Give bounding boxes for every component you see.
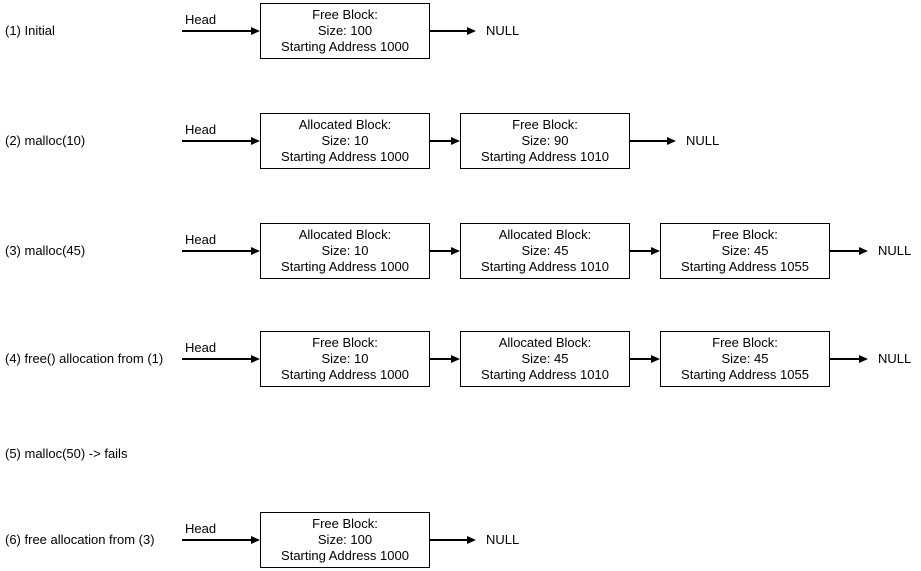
memory-block: Allocated Block: Size: 45 Starting Addre… — [460, 331, 630, 387]
arrowhead-icon — [667, 137, 676, 145]
diagram-row-2: (2) malloc(10) Head Allocated Block: Siz… — [0, 110, 921, 186]
arrowhead-icon — [251, 247, 260, 255]
block-line: Size: 45 — [521, 351, 569, 366]
null-terminator-label: NULL — [878, 243, 912, 258]
head-pointer-label: Head — [185, 12, 217, 27]
head-arrow-line — [182, 140, 252, 142]
diagram-row-4: (4) free() allocation from (1) Head Free… — [0, 328, 921, 404]
arrowhead-icon — [651, 247, 660, 255]
head-arrow-line — [182, 358, 252, 360]
next-arrow-line — [830, 358, 860, 360]
memory-block: Free Block: Size: 100 Starting Address 1… — [260, 512, 430, 568]
row-label: (3) malloc(45) — [5, 243, 86, 258]
block-line: Allocated Block: — [298, 227, 392, 242]
arrowhead-icon — [251, 137, 260, 145]
memory-block: Allocated Block: Size: 45 Starting Addre… — [460, 223, 630, 279]
arrowhead-icon — [251, 536, 260, 544]
block-line: Starting Address 1010 — [481, 149, 609, 164]
block-line: Free Block: — [512, 117, 578, 132]
next-arrow-line — [630, 140, 668, 142]
next-arrow-line — [430, 30, 468, 32]
next-arrow-line — [630, 250, 652, 252]
block-line: Starting Address 1000 — [281, 39, 409, 54]
head-arrow-line — [182, 539, 252, 541]
next-arrow-line — [430, 358, 452, 360]
arrowhead-icon — [467, 27, 476, 35]
null-terminator-label: NULL — [486, 532, 520, 547]
memory-block: Allocated Block: Size: 10 Starting Addre… — [260, 113, 430, 169]
block-line: Starting Address 1000 — [281, 367, 409, 382]
block-line: Free Block: — [712, 335, 778, 350]
block-line: Starting Address 1055 — [681, 259, 809, 274]
memory-block: Free Block: Size: 10 Starting Address 10… — [260, 331, 430, 387]
row-label: (2) malloc(10) — [5, 133, 86, 148]
block-line: Starting Address 1000 — [281, 149, 409, 164]
block-line: Allocated Block: — [498, 227, 592, 242]
diagram-row-5: (5) malloc(50) -> fails — [0, 423, 921, 499]
block-line: Size: 45 — [721, 351, 769, 366]
block-line: Starting Address 1010 — [481, 259, 609, 274]
diagram-row-3: (3) malloc(45) Head Allocated Block: Siz… — [0, 220, 921, 296]
null-terminator-label: NULL — [686, 133, 720, 148]
arrowhead-icon — [451, 355, 460, 363]
arrowhead-icon — [251, 27, 260, 35]
block-line: Starting Address 1000 — [281, 548, 409, 563]
block-line: Starting Address 1055 — [681, 367, 809, 382]
block-line: Allocated Block: — [298, 117, 392, 132]
block-line: Free Block: — [712, 227, 778, 242]
block-line: Size: 10 — [321, 351, 369, 366]
head-pointer-label: Head — [185, 232, 217, 247]
block-line: Size: 45 — [721, 243, 769, 258]
block-line: Free Block: — [312, 516, 378, 531]
next-arrow-line — [430, 539, 468, 541]
arrowhead-icon — [859, 355, 868, 363]
arrowhead-icon — [451, 247, 460, 255]
block-line: Size: 100 — [317, 23, 373, 38]
arrowhead-icon — [467, 536, 476, 544]
next-arrow-line — [630, 358, 652, 360]
arrowhead-icon — [651, 355, 660, 363]
block-line: Size: 90 — [521, 133, 569, 148]
block-line: Size: 45 — [521, 243, 569, 258]
diagram-row-6: (6) free allocation from (3) Head Free B… — [0, 509, 921, 571]
next-arrow-line — [830, 250, 860, 252]
block-line: Size: 10 — [321, 243, 369, 258]
block-line: Starting Address 1000 — [281, 259, 409, 274]
arrowhead-icon — [251, 355, 260, 363]
row-label: (4) free() allocation from (1) — [5, 351, 164, 366]
arrowhead-icon — [451, 137, 460, 145]
memory-block: Allocated Block: Size: 10 Starting Addre… — [260, 223, 430, 279]
head-arrow-line — [182, 30, 252, 32]
head-pointer-label: Head — [185, 521, 217, 536]
head-arrow-line — [182, 250, 252, 252]
block-line: Starting Address 1010 — [481, 367, 609, 382]
block-line: Size: 100 — [317, 532, 373, 547]
block-line: Free Block: — [312, 7, 378, 22]
diagram-row-1: (1) Initial Head Free Block: Size: 100 S… — [0, 0, 921, 76]
memory-block: Free Block: Size: 90 Starting Address 10… — [460, 113, 630, 169]
arrowhead-icon — [859, 247, 868, 255]
head-pointer-label: Head — [185, 122, 217, 137]
memory-block: Free Block: Size: 45 Starting Address 10… — [660, 223, 830, 279]
next-arrow-line — [430, 140, 452, 142]
head-pointer-label: Head — [185, 340, 217, 355]
memory-block: Free Block: Size: 100 Starting Address 1… — [260, 3, 430, 59]
null-terminator-label: NULL — [486, 23, 520, 38]
null-terminator-label: NULL — [878, 351, 912, 366]
next-arrow-line — [430, 250, 452, 252]
row-label: (6) free allocation from (3) — [5, 532, 155, 547]
memory-block: Free Block: Size: 45 Starting Address 10… — [660, 331, 830, 387]
block-line: Size: 10 — [321, 133, 369, 148]
block-line: Allocated Block: — [498, 335, 592, 350]
row-label: (1) Initial — [5, 23, 55, 38]
row-label: (5) malloc(50) -> fails — [5, 446, 128, 461]
block-line: Free Block: — [312, 335, 378, 350]
